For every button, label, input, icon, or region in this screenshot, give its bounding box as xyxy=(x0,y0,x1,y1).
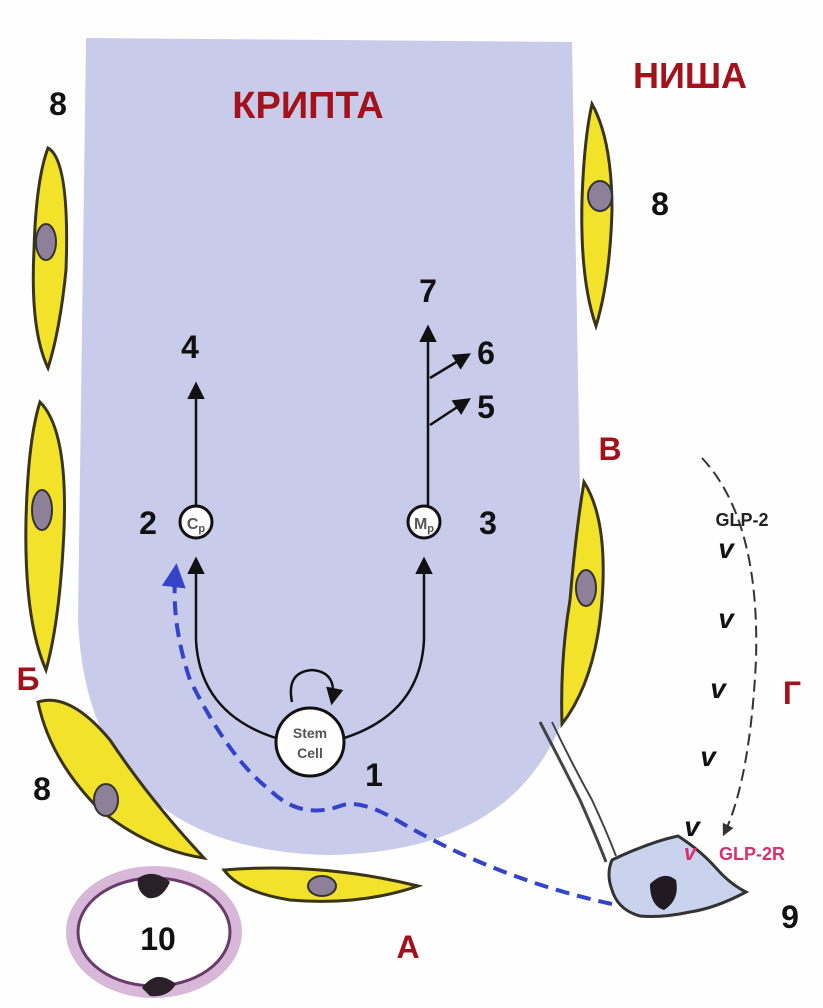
region-label-v: В xyxy=(598,431,621,467)
number-8-top-left: 8 xyxy=(49,86,67,122)
glp2-molecule-1: v xyxy=(718,533,735,564)
fibroblast-top-left xyxy=(33,148,66,368)
glp2-molecule-5: v xyxy=(684,811,701,842)
glp2-label: GLP-2 xyxy=(715,510,768,530)
fibroblast-top-right xyxy=(582,104,612,326)
number-10: 10 xyxy=(140,921,176,957)
number-6: 6 xyxy=(477,335,495,371)
number-9: 9 xyxy=(781,899,799,935)
region-label-a: А xyxy=(396,929,419,965)
mp-subscript: p xyxy=(427,523,434,535)
fibroblast-mid-left xyxy=(26,402,65,670)
stem-cell-label-1: Stem xyxy=(293,725,327,741)
niche-title: НИША xyxy=(633,55,747,96)
glp2-molecule-4: v xyxy=(700,741,717,772)
number-3: 3 xyxy=(479,505,497,541)
glp2-molecule-3: v xyxy=(710,673,727,704)
number-7: 7 xyxy=(419,273,437,309)
cp-label: C xyxy=(187,516,199,533)
cp-progenitor-cell: Cp xyxy=(180,506,212,538)
glp2r-label: GLP-2R xyxy=(719,844,785,864)
stem-cell-label-2: Cell xyxy=(297,745,323,761)
number-8-top-right: 8 xyxy=(651,186,669,222)
region-label-b: Б xyxy=(17,661,40,697)
number-5: 5 xyxy=(477,389,495,425)
number-8-bottom-left: 8 xyxy=(33,771,51,807)
mp-label: M xyxy=(414,516,427,533)
mp-progenitor-cell: Mp xyxy=(408,506,440,538)
region-label-g: Г xyxy=(783,675,801,711)
number-2: 2 xyxy=(139,505,157,541)
number-4: 4 xyxy=(181,329,199,365)
fibroblast-bottom xyxy=(224,868,418,901)
cp-subscript: p xyxy=(198,523,205,535)
glp2r-molecule: v xyxy=(684,840,698,865)
number-1: 1 xyxy=(365,757,383,793)
stem-cell: Stem Cell xyxy=(276,708,344,776)
crypt-title: КРИПТА xyxy=(232,85,383,127)
glp2-molecule-2: v xyxy=(718,603,735,634)
